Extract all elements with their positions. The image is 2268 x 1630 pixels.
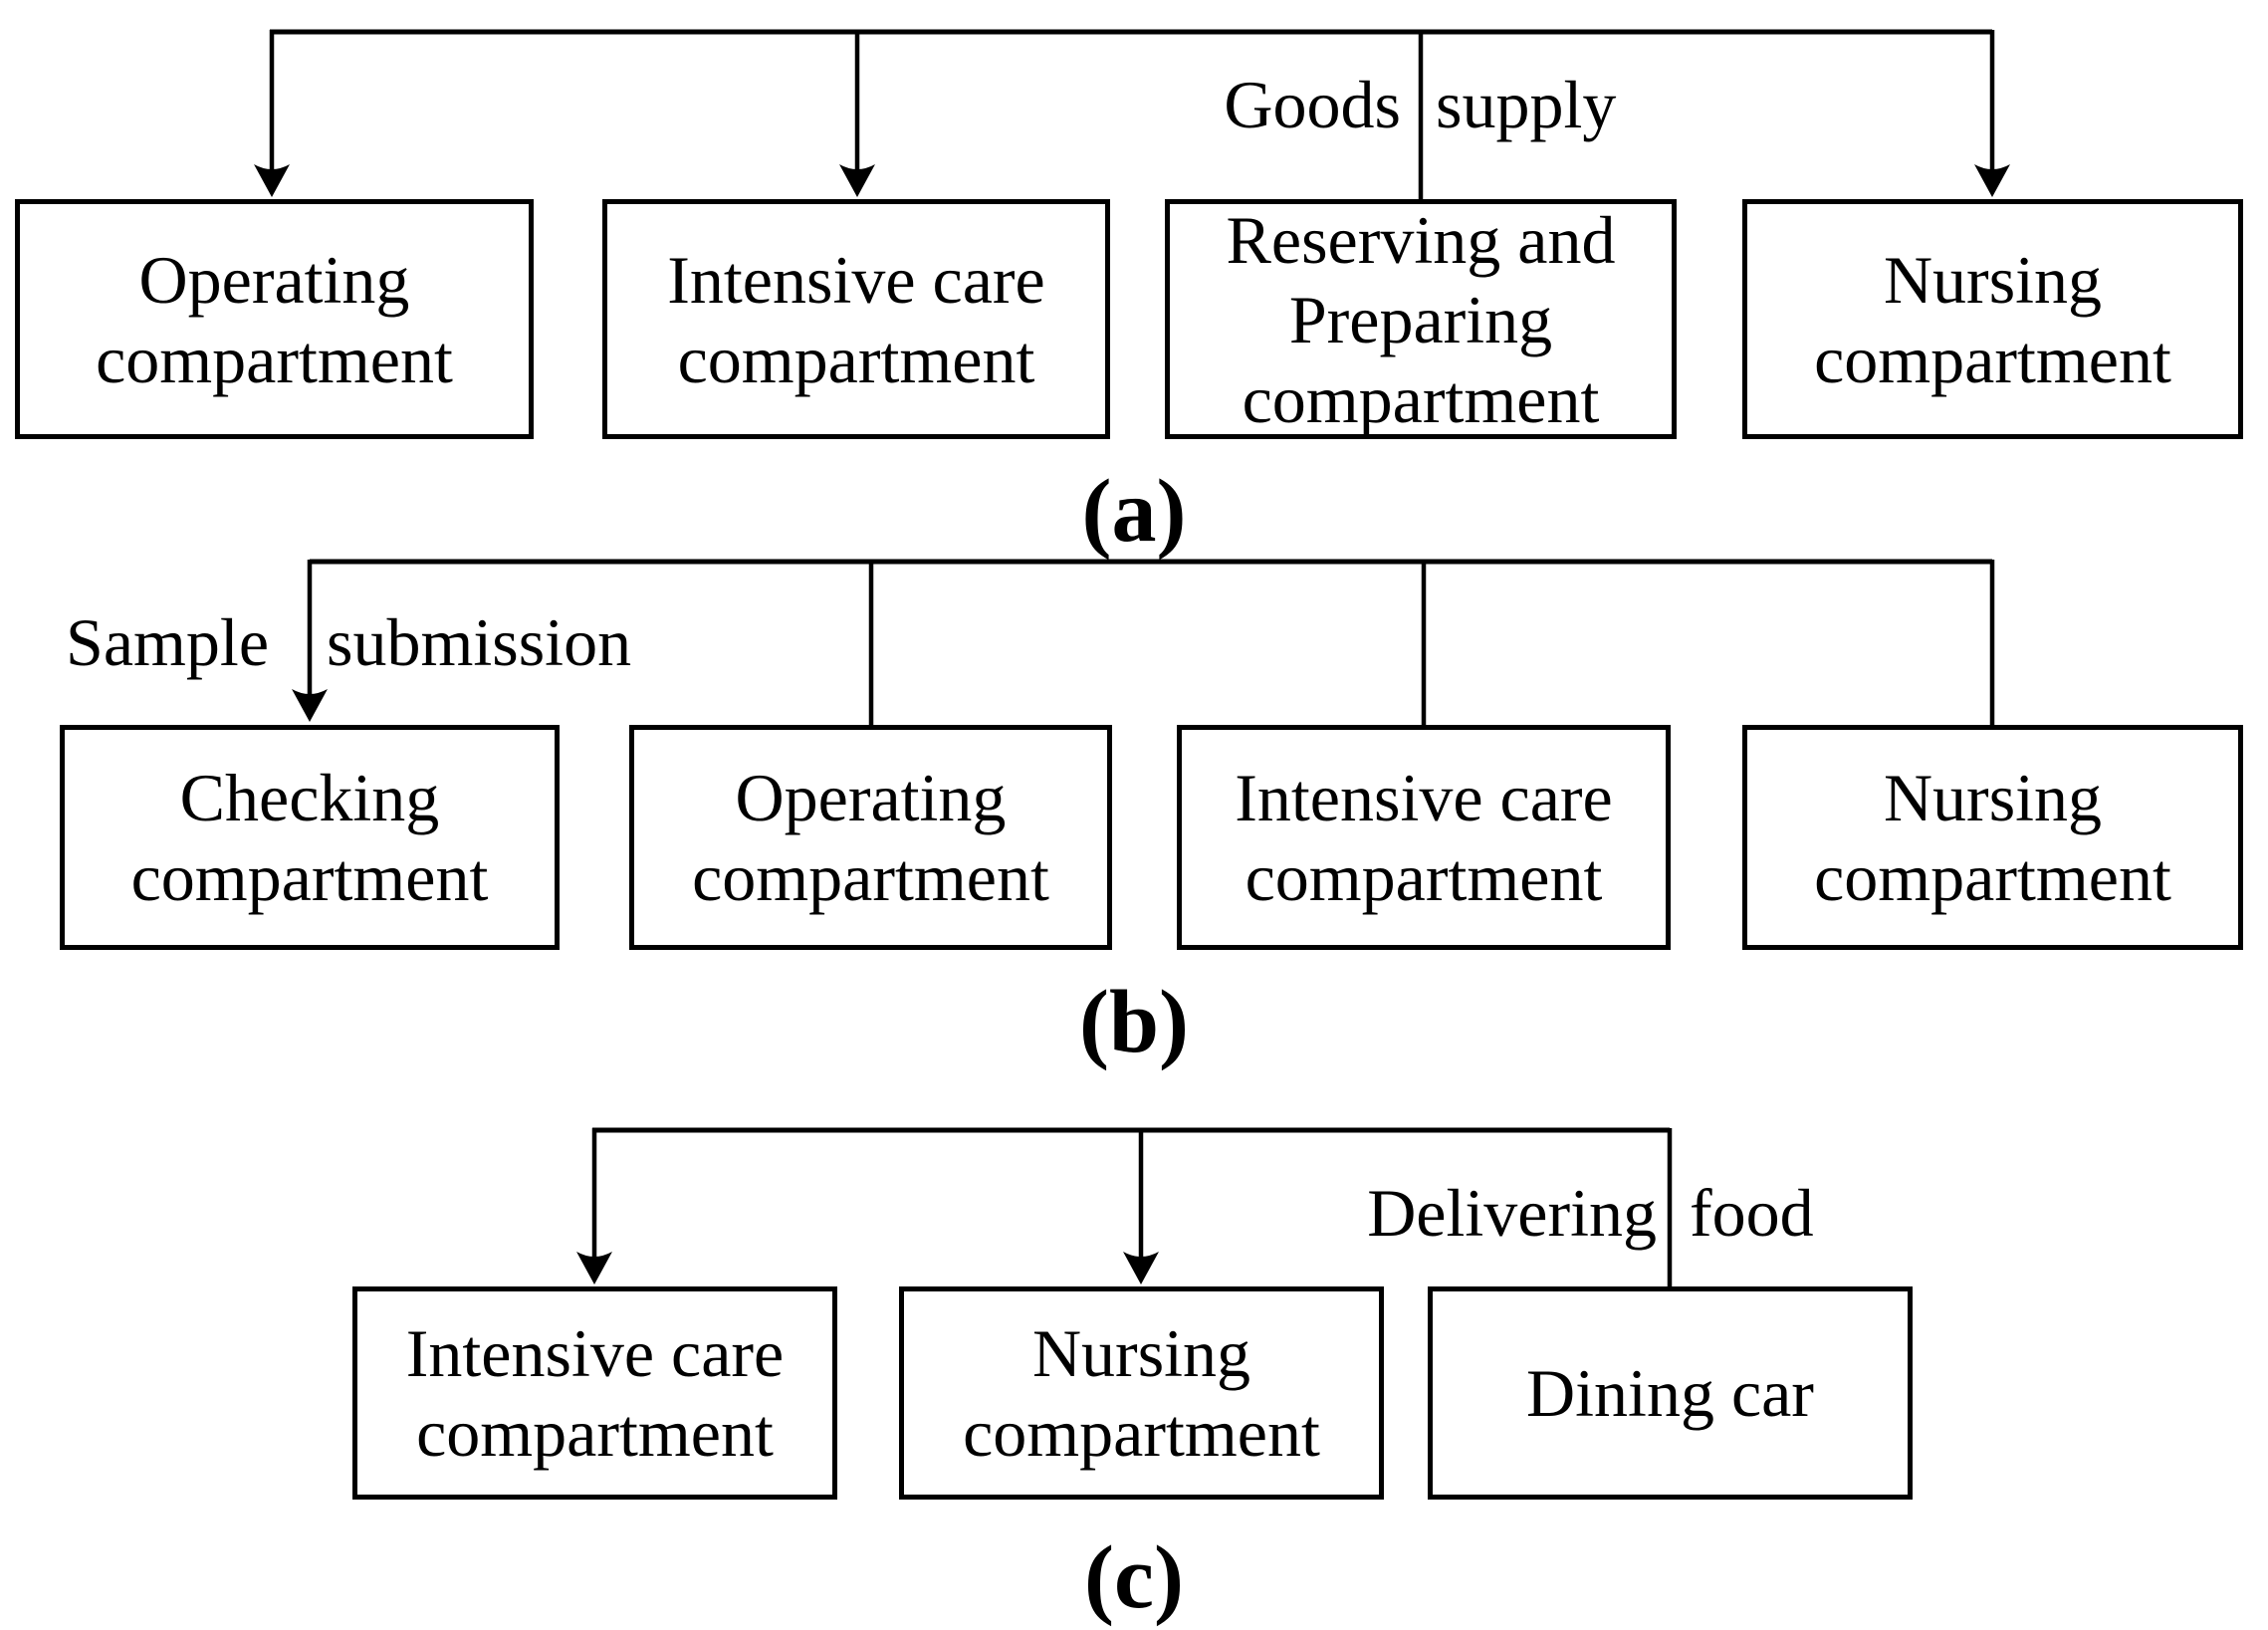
node-c-intensive-care-compartment: Intensive care compartment bbox=[352, 1286, 837, 1500]
node-b-checking-compartment: Checking compartment bbox=[60, 725, 560, 950]
goods-supply-label-right: supply bbox=[1436, 67, 1617, 142]
sample-submission-label-left: Sample bbox=[66, 604, 269, 680]
delivering-food-label-right: food bbox=[1690, 1175, 1814, 1251]
node-a-operating-compartment: Operating compartment bbox=[15, 199, 534, 439]
node-a-nursing-compartment: Nursing compartment bbox=[1742, 199, 2243, 439]
delivering-food-wiring bbox=[576, 1127, 1673, 1292]
node-b-intensive-care-compartment: Intensive care compartment bbox=[1177, 725, 1671, 950]
sample-submission-wiring bbox=[292, 559, 1995, 729]
arrowhead-c-nursing bbox=[1123, 1252, 1159, 1284]
node-b-nursing-compartment: Nursing compartment bbox=[1742, 725, 2243, 950]
caption-b: (b) bbox=[1079, 973, 1189, 1071]
arrowhead-a-operating bbox=[254, 164, 290, 197]
node-b-operating-compartment: Operating compartment bbox=[629, 725, 1112, 950]
sample-submission-label-right: submission bbox=[327, 604, 632, 680]
arrowhead-b-checking bbox=[292, 689, 328, 722]
node-c-nursing-compartment: Nursing compartment bbox=[899, 1286, 1384, 1500]
node-a-intensive-care-compartment: Intensive care compartment bbox=[602, 199, 1110, 439]
delivering-food-label-left: Delivering bbox=[1367, 1175, 1657, 1251]
arrowhead-c-intensive-care bbox=[576, 1252, 612, 1284]
goods-supply-label-left: Goods bbox=[1224, 67, 1401, 142]
arrowhead-a-nursing bbox=[1974, 164, 2010, 197]
arrowhead-a-intensive-care bbox=[839, 164, 875, 197]
node-c-dining-car: Dining car bbox=[1428, 1286, 1913, 1500]
caption-c: (c) bbox=[1084, 1528, 1184, 1627]
goods-supply-wiring bbox=[254, 29, 2010, 204]
caption-a: (a) bbox=[1081, 462, 1187, 561]
node-a-reserving-preparing-compartment: Reserving and Preparing compartment bbox=[1165, 199, 1677, 439]
